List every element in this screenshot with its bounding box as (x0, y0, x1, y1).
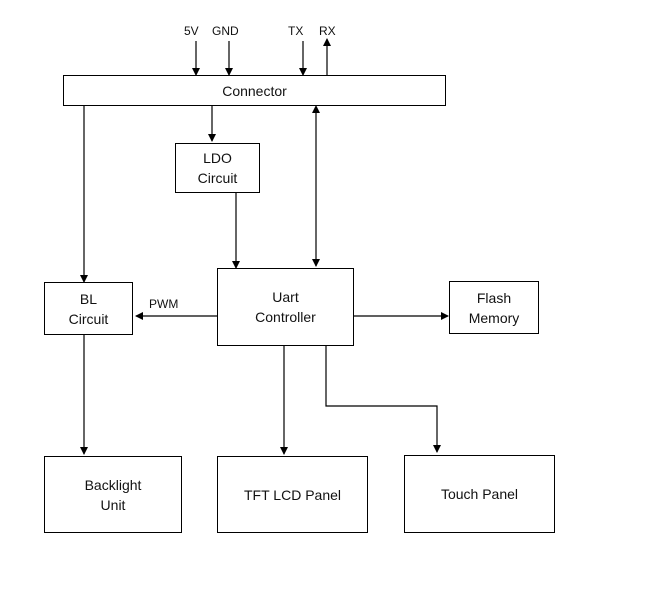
tft-lcd-panel-block: TFT LCD Panel (217, 456, 368, 533)
signal-pwm: PWM (149, 297, 179, 311)
uart-controller-block: Uart Controller (217, 268, 354, 346)
touch-panel-block: Touch Panel (404, 455, 555, 533)
bl-circuit-block: BL Circuit (44, 282, 133, 335)
signal-tx: TX (288, 24, 304, 38)
uart-to-touch-arrow (325, 346, 441, 453)
signal-rx: RX (319, 24, 336, 38)
connector-block: Connector (63, 75, 446, 106)
flash-memory-block: Flash Memory (449, 281, 539, 334)
signal-5v: 5V (184, 24, 199, 38)
signal-gnd: GND (212, 24, 239, 38)
ldo-circuit-block: LDO Circuit (175, 143, 260, 193)
backlight-unit-block: Backlight Unit (44, 456, 182, 533)
